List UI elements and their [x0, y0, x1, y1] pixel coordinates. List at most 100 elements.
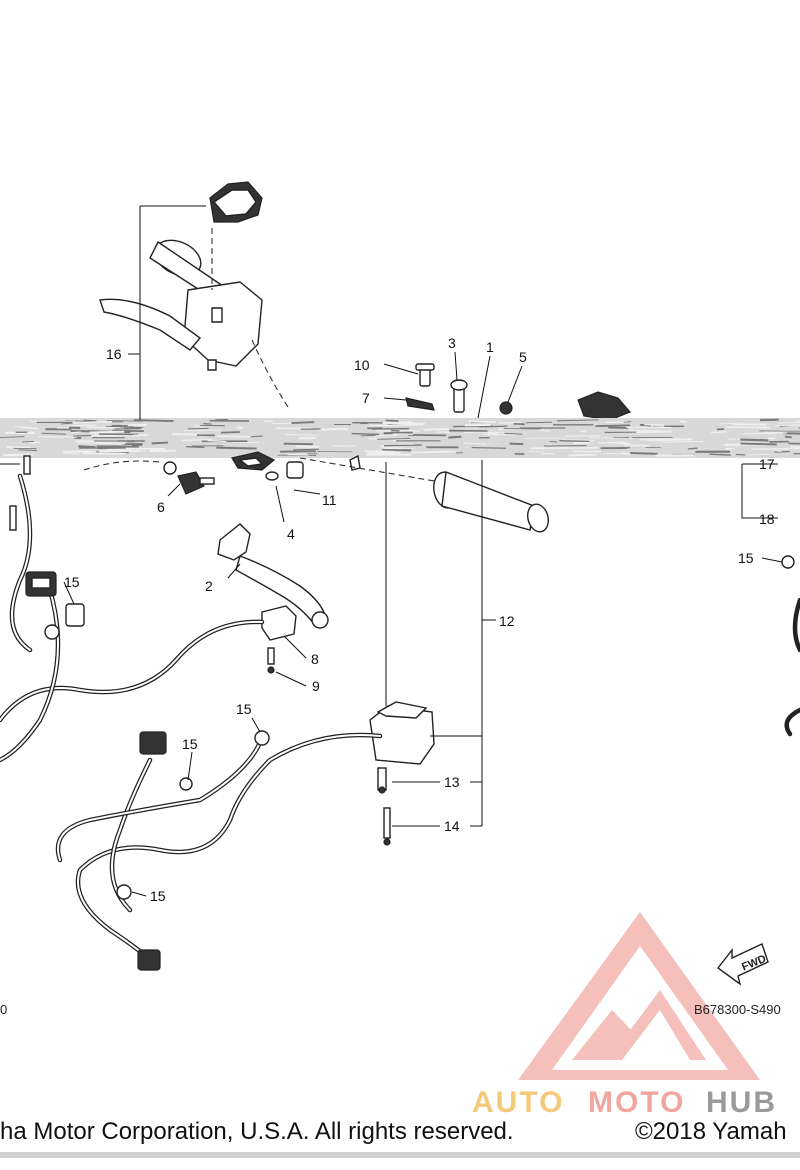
noise-streak: [616, 443, 630, 444]
noise-streak: [545, 445, 552, 446]
noise-streak: [64, 453, 80, 454]
callout-15-right: 15: [738, 550, 754, 566]
watermark-logo: [518, 912, 760, 1080]
copyright-left: ha Motor Corporation, U.S.A. All rights …: [0, 1118, 514, 1146]
noise-streak: [711, 432, 727, 433]
noise-streak: [624, 422, 631, 423]
bottom-scan-band: [0, 1152, 800, 1158]
callout-9: 9: [312, 678, 320, 694]
noise-streak: [726, 427, 769, 428]
callout-5: 5: [519, 349, 527, 365]
noise-streak: [709, 454, 730, 455]
noise-streak: [352, 434, 380, 435]
throttle-grip: [300, 458, 551, 534]
callout-11: 11: [322, 492, 337, 508]
callout-12: 12: [499, 613, 515, 629]
noise-streak: [488, 433, 497, 434]
noise-streak: [72, 422, 112, 423]
noise-streak: [296, 446, 319, 447]
noise-streak: [384, 433, 413, 434]
noise-streak: [216, 448, 256, 449]
noise-streak: [741, 444, 777, 445]
noise-streak: [71, 432, 80, 433]
noise-streak: [318, 429, 348, 430]
callout-3: 3: [448, 335, 456, 351]
callout-7: 7: [362, 390, 370, 406]
noise-streak: [217, 436, 250, 437]
noise-streak: [559, 441, 589, 442]
handlebar-holder-assembly: [100, 182, 290, 410]
noise-streak: [100, 453, 126, 454]
noise-streak: [776, 451, 782, 452]
callout-15-left: 15: [64, 574, 80, 590]
noise-streak: [472, 448, 506, 449]
noise-streak: [292, 422, 315, 423]
diagram-id-left: 0: [0, 1002, 7, 1017]
callout-15-lower: 15: [150, 888, 166, 904]
noise-streak: [208, 441, 227, 442]
noise-streak: [469, 421, 496, 422]
switch-housing-12: [370, 702, 434, 845]
noise-streak: [333, 446, 355, 447]
clutch-lever-assembly: [218, 452, 360, 673]
scan-noise-band: [0, 418, 800, 458]
noise-streak: [775, 425, 800, 426]
noise-streak: [569, 455, 597, 456]
noise-streak: [382, 450, 411, 451]
callout-8: 8: [311, 651, 319, 667]
callout-16: 16: [106, 346, 122, 362]
noise-streak: [526, 422, 552, 423]
callout-15-clamp: 15: [236, 701, 252, 717]
noise-streak: [621, 453, 630, 454]
noise-streak: [78, 446, 95, 447]
noise-streak: [95, 443, 125, 444]
noise-streak: [133, 435, 148, 436]
noise-streak: [376, 454, 411, 455]
small-hardware-upper: [406, 364, 630, 420]
noise-streak: [499, 422, 521, 423]
watermark-wordmark: AUTO MOTO HUB: [472, 1086, 777, 1119]
callout-10: 10: [354, 357, 370, 373]
noise-streak: [215, 419, 228, 420]
noise-streak: [91, 435, 98, 436]
noise-streak: [3, 455, 34, 456]
noise-streak: [549, 441, 557, 442]
callout-14: 14: [444, 818, 460, 834]
noise-streak: [86, 425, 97, 426]
noise-streak: [748, 454, 770, 455]
noise-streak: [152, 443, 168, 444]
callout-17: 17: [759, 456, 775, 472]
callout-18: 18: [759, 511, 775, 527]
noise-streak: [186, 447, 204, 448]
noise-streak: [680, 421, 687, 422]
noise-streak: [384, 445, 422, 446]
watermark-part2: MOTO: [588, 1086, 685, 1119]
noise-streak: [408, 435, 446, 436]
noise-streak: [29, 442, 40, 443]
noise-streak: [181, 440, 211, 441]
callout-13: 13: [444, 774, 460, 790]
noise-streak: [438, 432, 450, 433]
callout-4: 4: [287, 526, 295, 542]
noise-streak: [595, 425, 630, 426]
copyright-right: ©2018 Yamah: [635, 1118, 787, 1146]
noise-streak: [785, 437, 792, 438]
noise-streak: [717, 429, 724, 430]
noise-streak: [386, 420, 399, 421]
callout-1: 1: [486, 339, 494, 355]
diagram-id: B678300-S490: [694, 1002, 781, 1017]
noise-streak: [479, 426, 507, 427]
noise-streak: [640, 439, 682, 440]
noise-streak: [38, 437, 77, 438]
noise-streak: [630, 453, 658, 454]
noise-streak: [449, 431, 487, 432]
forward-direction-arrow: FWD: [718, 944, 768, 984]
noise-streak: [90, 432, 125, 433]
noise-streak: [375, 435, 396, 436]
watermark-part1: AUTO: [472, 1086, 564, 1119]
screw-6: [84, 461, 214, 494]
noise-streak: [411, 452, 456, 453]
noise-streak: [361, 435, 378, 436]
noise-streak: [510, 444, 524, 445]
